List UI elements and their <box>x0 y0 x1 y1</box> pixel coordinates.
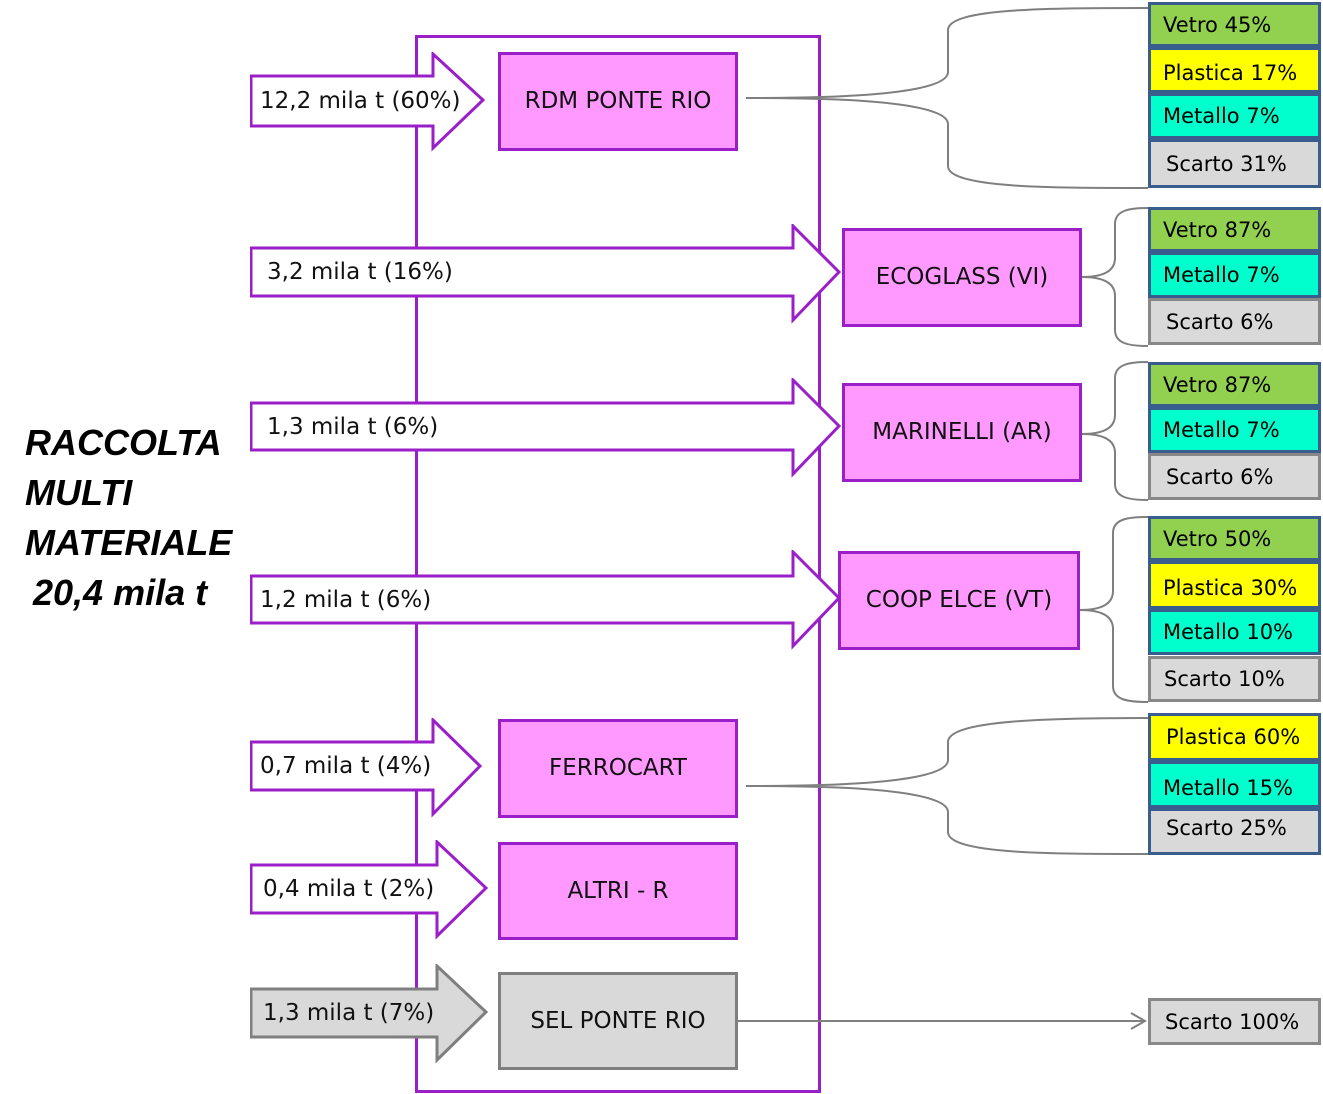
brace-ecoglass <box>1081 207 1149 347</box>
flow-arrow-sel-ponte-rio: 1,3 mila t (7%) <box>250 964 490 1064</box>
plant-rdm-ponte-rio: RDM PONTE RIO <box>498 52 738 151</box>
title-line: MULTI <box>25 472 133 513</box>
flow-amount-label: 1,3 mila t (6%) <box>267 413 439 440</box>
brace-coop-elce <box>1079 516 1149 703</box>
flow-amount-label: 3,2 mila t (16%) <box>267 259 453 285</box>
plant-altri-r: ALTRI - R <box>498 842 738 940</box>
brace-rdm <box>745 7 1149 189</box>
output-cell: Scarto 100% <box>1148 998 1321 1045</box>
plant-coop-elce: COOP ELCE (VT) <box>838 551 1080 650</box>
flow-amount-label: 12,2 mila t (60%) <box>260 88 461 114</box>
diagram-title: RACCOLTA MULTI MATERIALE 20,4 mila t <box>25 418 232 618</box>
output-cell: Plastica 60% <box>1148 713 1321 761</box>
plant-sel-ponte-rio: SEL PONTE RIO <box>498 972 738 1070</box>
output-cell: Scarto 31% <box>1148 139 1321 188</box>
output-cell: Scarto 10% <box>1148 656 1321 702</box>
arrow-shape-icon <box>250 378 842 478</box>
arrowhead-icon <box>1130 1012 1148 1030</box>
output-cell: Metallo 10% <box>1148 609 1321 655</box>
title-line: 20,4 mila t <box>33 572 208 613</box>
title-line: RACCOLTA <box>25 422 222 463</box>
flow-amount-label: 0,4 mila t (2%) <box>263 876 435 902</box>
output-cell: Metallo 15% <box>1148 761 1321 808</box>
plants-container <box>415 35 821 1093</box>
brace-marinelli <box>1081 361 1149 501</box>
output-cell: Scarto 6% <box>1148 298 1321 345</box>
flow-amount-label: 1,2 mila t (6%) <box>260 586 432 613</box>
arrow-shape-icon <box>250 224 842 324</box>
flow-arrow-rdm: 12,2 mila t (60%) <box>250 52 486 152</box>
flow-arrow-altri: 0,4 mila t (2%) <box>250 840 490 940</box>
arrow-shape-icon <box>250 550 842 650</box>
output-cell: Vetro 50% <box>1148 516 1321 561</box>
output-cell: Vetro 45% <box>1148 2 1321 47</box>
plant-ecoglass: ECOGLASS (VI) <box>842 228 1082 327</box>
flow-arrow-ecoglass: 3,2 mila t (16%) <box>250 224 842 324</box>
output-cell: Vetro 87% <box>1148 362 1321 407</box>
brace-ferrocart <box>745 717 1149 855</box>
output-cell: Metallo 7% <box>1148 407 1321 453</box>
output-cell: Plastica 17% <box>1148 47 1321 93</box>
arrow-shape-icon <box>250 840 489 940</box>
flow-arrow-ferrocart: 0,7 mila t (4%) <box>250 718 486 818</box>
output-cell: Scarto 25% <box>1148 808 1321 855</box>
flow-amount-label: 0,7 mila t (4%) <box>260 753 432 779</box>
flow-arrow-coop-elce: 1,2 mila t (6%) <box>250 550 842 650</box>
flow-amount-label: 1,3 mila t (7%) <box>263 1000 435 1026</box>
plant-ferrocart: FERROCART <box>498 719 738 818</box>
output-cell: Vetro 87% <box>1148 207 1321 252</box>
arrow-shape-icon <box>250 718 483 818</box>
title-line: MATERIALE <box>25 522 233 563</box>
output-cell: Metallo 7% <box>1148 93 1321 139</box>
output-cell: Scarto 6% <box>1148 453 1321 500</box>
flow-arrow-marinelli: 1,3 mila t (6%) <box>250 378 842 478</box>
arrow-shape-icon <box>250 964 489 1064</box>
output-cell: Metallo 7% <box>1148 252 1321 298</box>
output-cell: Plastica 30% <box>1148 561 1321 609</box>
plant-marinelli: MARINELLI (AR) <box>842 383 1082 482</box>
arrow-shape-icon <box>250 52 486 152</box>
